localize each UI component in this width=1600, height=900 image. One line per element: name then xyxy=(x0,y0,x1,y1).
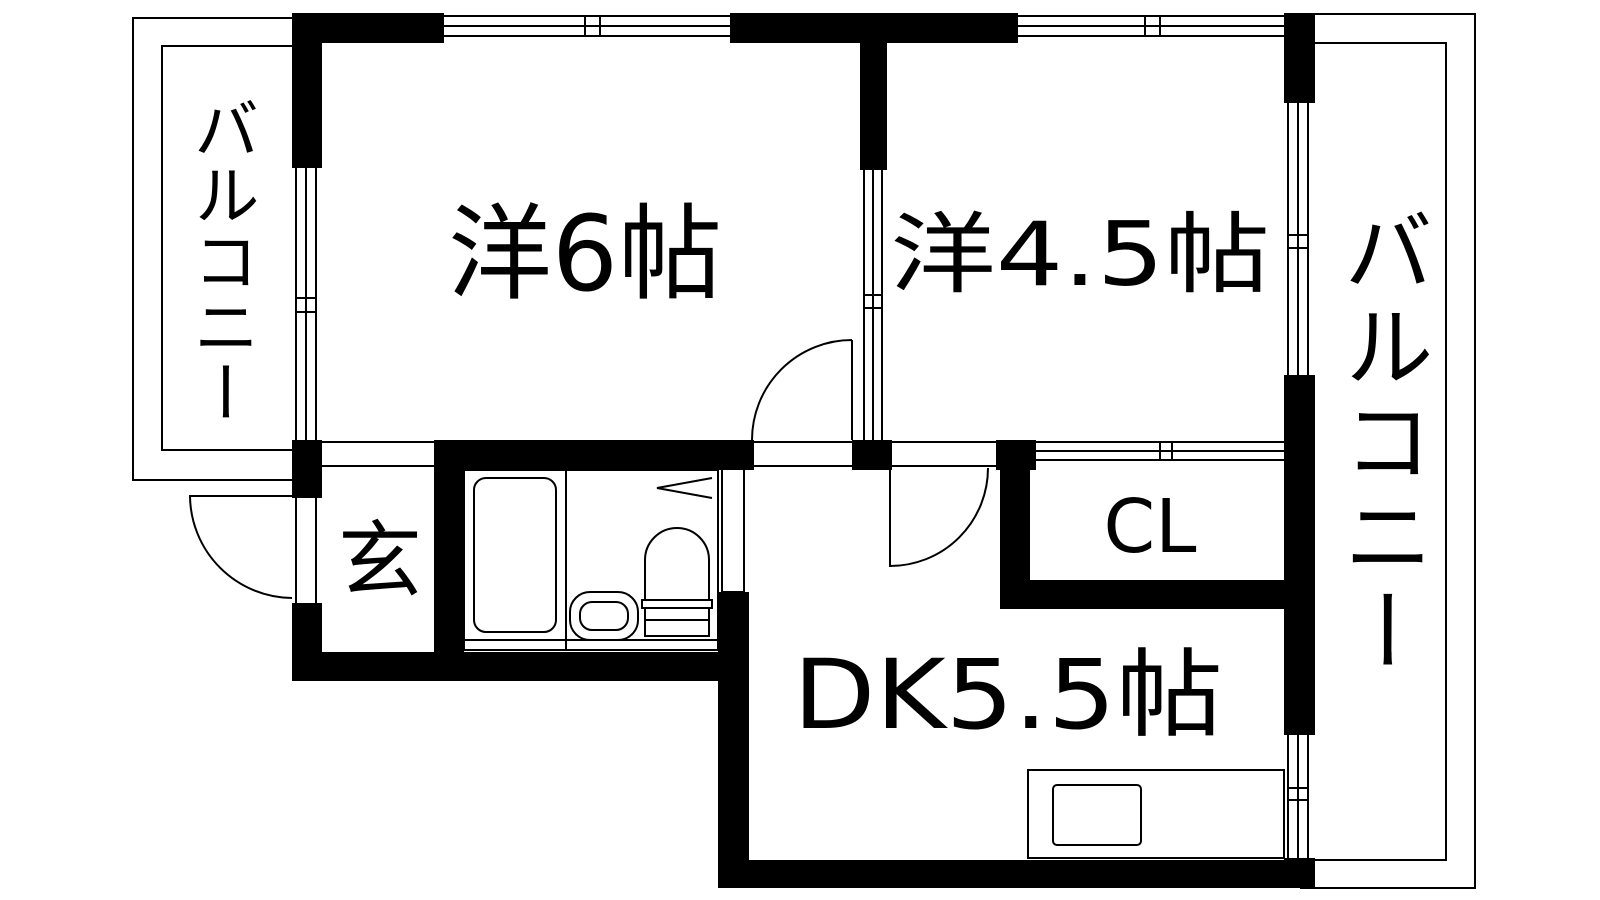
bathroom-fixtures xyxy=(463,469,719,651)
kitchen-counter xyxy=(1027,769,1285,859)
doors xyxy=(188,339,989,599)
room-label-closet: CL xyxy=(1104,484,1197,570)
balcony-right xyxy=(1300,13,1476,889)
windows xyxy=(295,15,1309,858)
room-label-dk: DK5.5帖 xyxy=(793,639,1223,751)
balcony-left xyxy=(132,17,292,481)
balcony-label-left: バルコニー xyxy=(183,95,260,425)
room-label-western-6: 洋6帖 xyxy=(448,193,722,315)
room-label-entrance: 玄 xyxy=(338,512,422,610)
walls xyxy=(292,13,1315,888)
room-label-western-4-5: 洋4.5帖 xyxy=(890,203,1270,306)
balcony-label-right: バルコニー xyxy=(1328,205,1433,675)
